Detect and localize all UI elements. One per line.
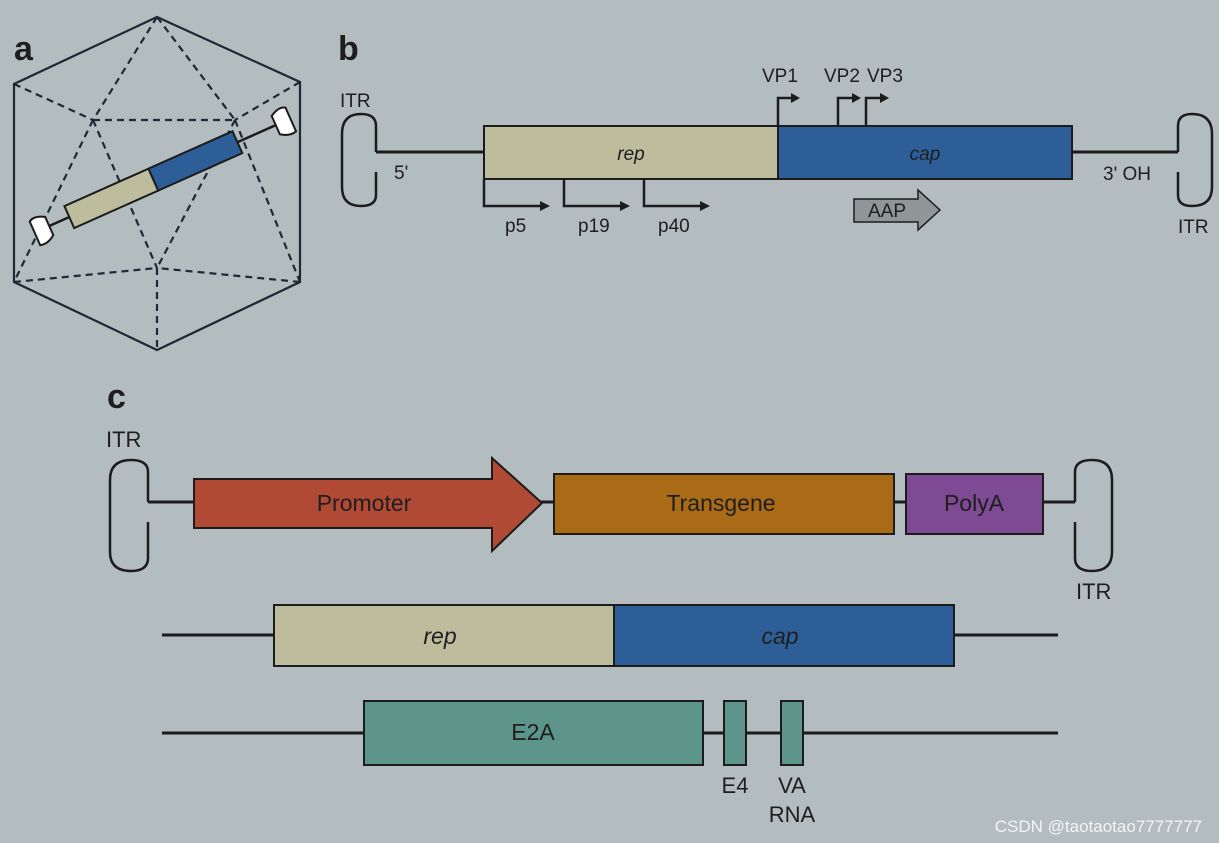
p5-label: p5 [505,216,526,237]
genome-itr-right [270,106,298,136]
aap-label: AAP [868,201,906,222]
watermark-text: CSDN @taotaotao7777777 [995,817,1202,836]
e4-label: E4 [722,773,749,798]
panel-a-label: a [14,30,34,68]
c-rep-label: rep [423,623,456,649]
p5-promoter-arrow [482,179,550,211]
e4-box [723,700,747,766]
promoter-label: Promoter [317,490,412,516]
p19-label: p19 [578,216,610,237]
c-itr-right-label: ITR [1076,579,1111,604]
panel-b-label: b [338,30,359,68]
vp3-label: VP3 [867,66,903,87]
panel-c-label: c [107,378,126,416]
va-rna-box [780,700,804,766]
vp1-start-arrow [776,93,800,126]
c-itr-left-icon [108,458,150,573]
b-itr-right-icon [1176,112,1214,208]
c-itr-left-label: ITR [106,427,141,452]
polya-label: PolyA [944,490,1005,516]
b-cap-label: cap [910,144,941,165]
vp2-start-arrow [836,93,861,126]
vp3-start-arrow [864,93,889,126]
p40-promoter-arrow [642,179,710,211]
aap-arrow [853,188,942,232]
b-cap-box [777,125,1073,180]
b-five-prime-label: 5' [394,163,408,184]
va-label-line1: VA [778,773,806,798]
b-three-prime-label: 3' OH [1103,164,1151,185]
b-itr-left-icon [340,112,378,208]
vp1-label: VP1 [762,66,798,87]
packaged-genome [28,106,298,247]
e2a-label: E2A [511,719,555,745]
promoter-arrow [193,455,544,554]
va-label-line2: RNA [769,802,816,827]
transgene-label: Transgene [666,490,775,516]
b-rep-box [483,125,779,180]
e2a-box [363,700,704,766]
c-cap-label: cap [761,623,798,649]
b-itr-right-label: ITR [1178,217,1209,238]
b-itr-left-label: ITR [340,91,371,112]
vp2-label: VP2 [824,66,860,87]
genome-itr-left [28,215,55,247]
c-itr-right-icon [1073,458,1114,573]
b-rep-label: rep [617,144,644,165]
p19-promoter-arrow [562,179,630,211]
polya-box [905,473,1044,535]
c-cap-box [613,604,955,667]
genome-cap-segment [147,129,244,192]
genome-rep-segment [63,167,160,230]
transgene-box [553,473,895,535]
p40-label: p40 [658,216,690,237]
